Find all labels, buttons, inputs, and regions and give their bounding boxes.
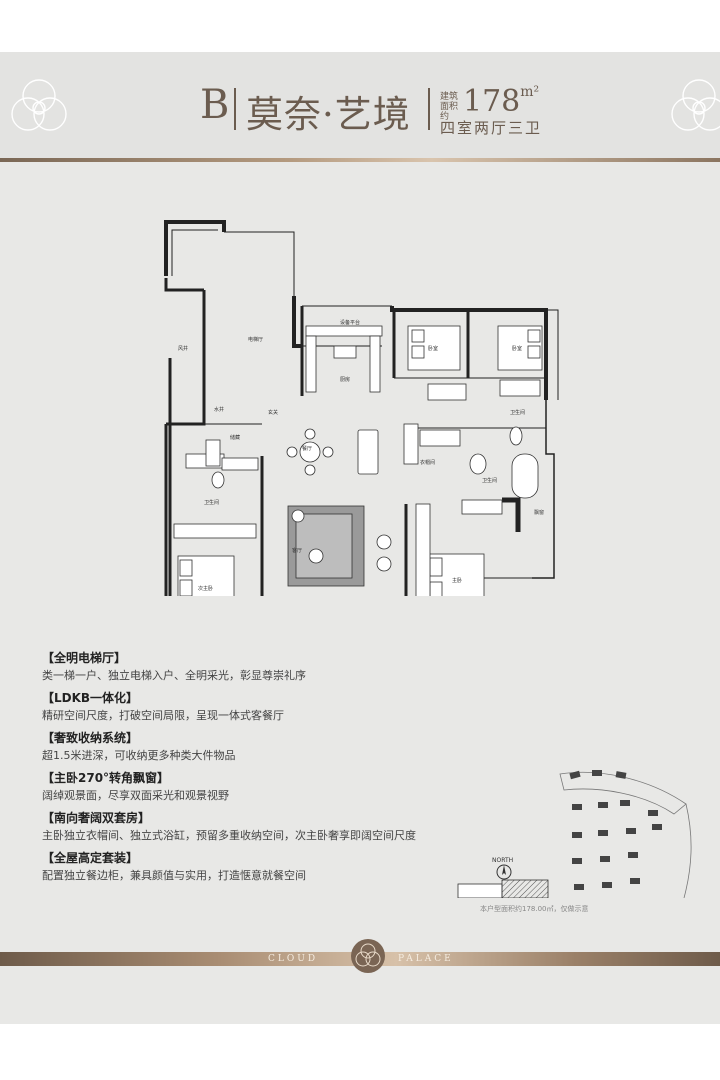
footer-word-left: CLOUD <box>268 954 319 964</box>
area-value: 178m² <box>463 84 539 119</box>
layout-type: 四室两厅三卫 <box>440 119 543 137</box>
area-number: 178 <box>463 84 521 119</box>
feature-item: 【南向奢阔双套房】 主卧独立衣帽间、独立式浴缸，预留多重收纳空间，次主卧奢享即阔… <box>42 810 442 844</box>
feature-desc: 类一梯一户、独立电梯入户、全明采光，彰显尊崇礼序 <box>42 669 306 682</box>
siteplan-note: 本户型面积约178.00㎡，仅做示意 <box>480 905 589 913</box>
area-label: 建筑 面积约 <box>440 92 460 122</box>
feature-title: 【全明电梯厅】 <box>42 651 127 665</box>
room-label: 风井 <box>178 345 188 352</box>
room-label: 设备平台 <box>340 319 360 326</box>
north-label: NORTH <box>492 857 513 864</box>
area-unit: m² <box>520 84 540 100</box>
feature-title: 【LDKB一体化】 <box>42 691 139 705</box>
room-label: 卫生间 <box>510 409 525 416</box>
rose-ornament-icon <box>671 79 720 131</box>
feature-item: 【LDKB一体化】 精研空间尺度，打破空间局限，呈现一体式客餐厅 <box>42 690 442 724</box>
room-label: 卧室 <box>512 345 522 352</box>
feature-item: 【全明电梯厅】 类一梯一户、独立电梯入户、全明采光，彰显尊崇礼序 <box>42 650 442 684</box>
feature-list: 【全明电梯厅】 类一梯一户、独立电梯入户、全明采光，彰显尊崇礼序 【LDKB一体… <box>42 650 442 890</box>
feature-title: 【主卧270°转角飘窗】 <box>42 771 170 785</box>
feature-desc: 主卧独立衣帽间、独立式浴缸，预留多重收纳空间，次主卧奢享即阔空间尺度 <box>42 829 416 842</box>
brochure-sheet: B 莫奈·艺境 建筑 面积约 178m² 四室两厅三卫 <box>0 52 720 1024</box>
feature-title: 【奢致收纳系统】 <box>42 731 139 745</box>
feature-desc: 精研空间尺度，打破空间局限，呈现一体式客餐厅 <box>42 709 284 722</box>
feature-title: 【南向奢阔双套房】 <box>42 811 151 825</box>
room-label: 飘窗 <box>534 509 544 516</box>
room-label: 卫生间 <box>482 477 497 484</box>
site-plan: NORTH <box>457 770 692 898</box>
area-label-line: 建筑 <box>440 92 459 102</box>
unit-name: 莫奈·艺境 <box>246 93 411 136</box>
unit-letter: B <box>200 82 230 128</box>
room-label: 水井 <box>214 406 224 413</box>
title-divider <box>428 88 430 130</box>
room-label: 衣帽间 <box>420 459 435 466</box>
room-label: 卧室 <box>428 345 438 352</box>
feature-desc: 配置独立餐边柜，兼具颜值与实用，打造惬意就餐空间 <box>42 869 306 882</box>
header-band <box>0 52 720 160</box>
rose-logo-icon <box>351 939 385 973</box>
feature-title: 【全屋高定套装】 <box>42 851 139 865</box>
room-label: 主卧 <box>452 577 462 584</box>
footer-word-right: PALACE <box>398 954 454 964</box>
rose-ornament-icon <box>11 79 67 131</box>
feature-item: 【主卧270°转角飘窗】 阔绰观景面，尽享双面采光和观景视野 <box>42 770 442 804</box>
room-label: 储藏 <box>230 434 240 441</box>
feature-desc: 阔绰观景面，尽享双面采光和观景视野 <box>42 789 229 802</box>
floor-plan: 电梯厅 设备平台 厨房 卧室 卧室 风井 水井 玄关 储藏 餐厅 衣帽间 卫生间… <box>164 220 559 596</box>
area-label-line: 面积约 <box>440 102 459 122</box>
room-label: 卫生间 <box>204 499 219 506</box>
gold-divider <box>0 158 720 162</box>
feature-item: 【全屋高定套装】 配置独立餐边柜，兼具颜值与实用，打造惬意就餐空间 <box>42 850 442 884</box>
room-label: 次主卧 <box>198 585 213 592</box>
room-label: 厨房 <box>340 376 350 383</box>
room-label: 玄关 <box>268 409 278 416</box>
room-label: 餐厅 <box>302 445 312 452</box>
feature-desc: 超1.5米进深，可收纳更多种类大件物品 <box>42 749 236 762</box>
room-label: 客厅 <box>292 547 302 554</box>
title-divider <box>234 88 236 130</box>
room-label: 电梯厅 <box>248 336 263 343</box>
feature-item: 【奢致收纳系统】 超1.5米进深，可收纳更多种类大件物品 <box>42 730 442 764</box>
